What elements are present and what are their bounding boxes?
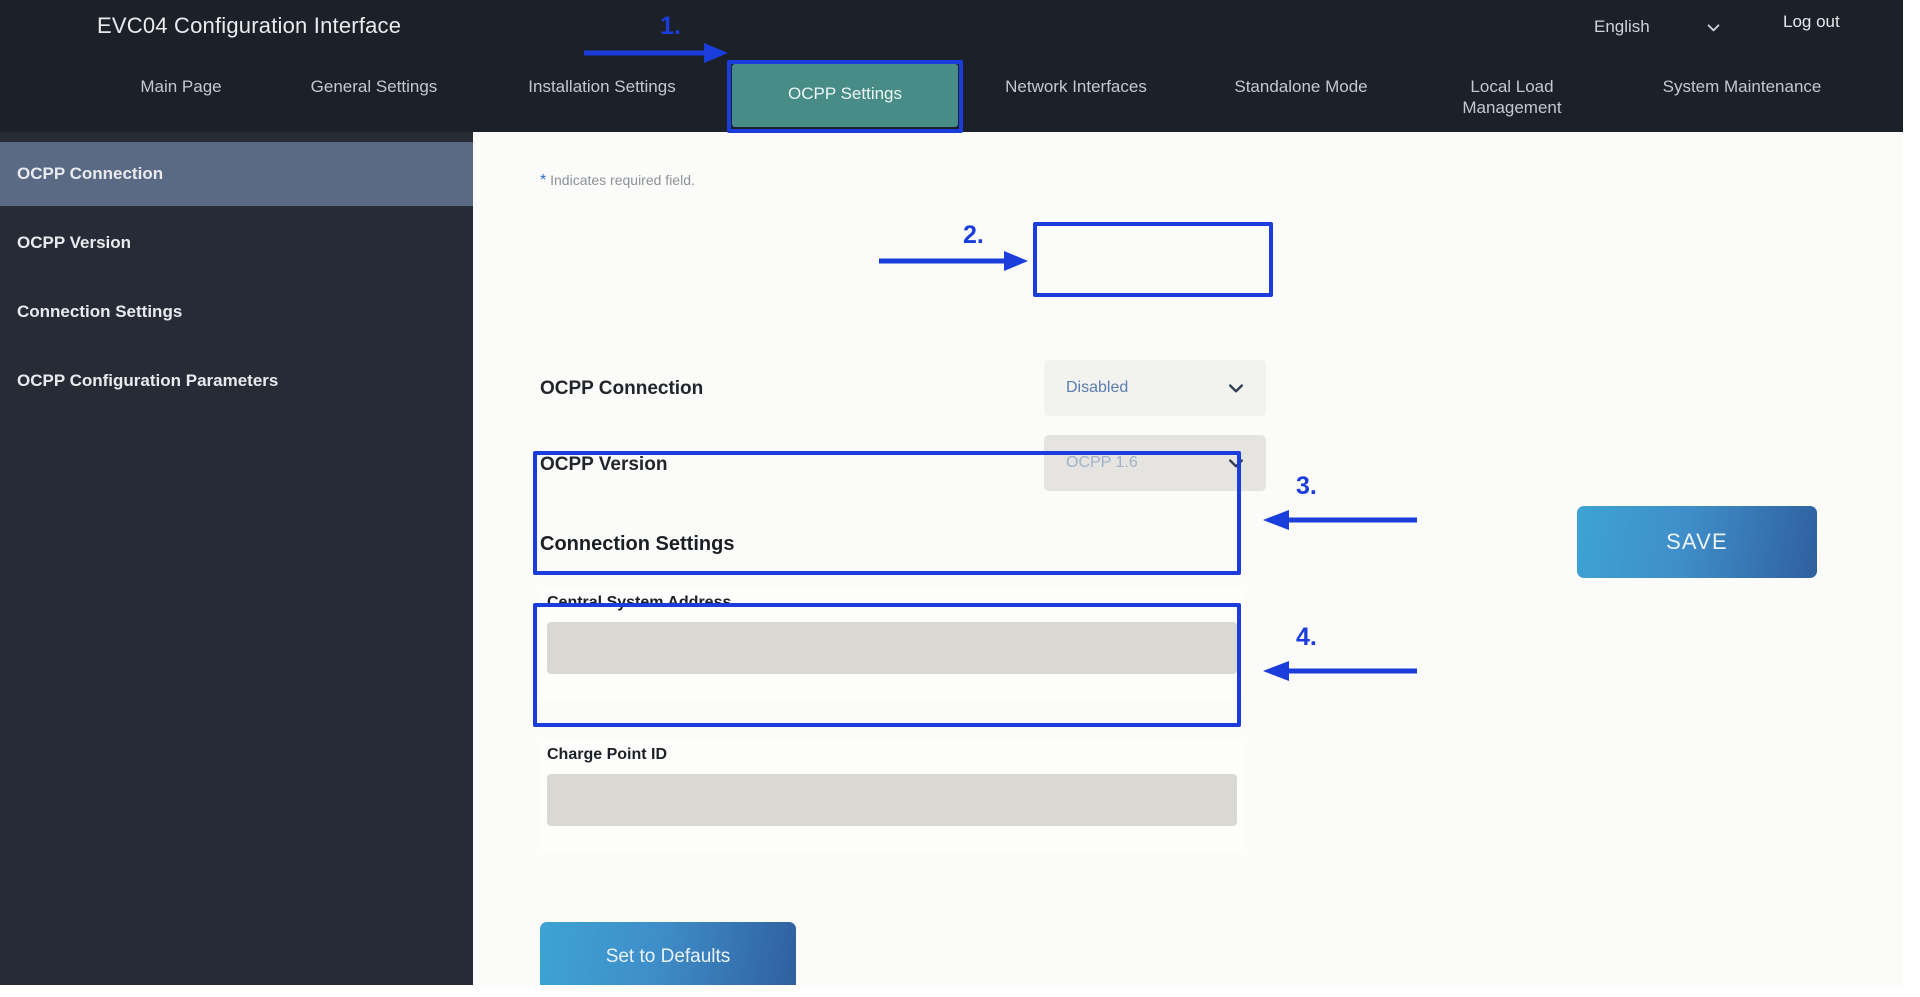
connection-settings-heading: Connection Settings (540, 533, 735, 555)
tab-installation-settings[interactable]: Installation Settings (528, 77, 676, 96)
ocpp-connection-label: OCPP Connection (540, 378, 704, 399)
charge-point-id-input[interactable] (547, 774, 1237, 826)
annotation-arrow-3 (1263, 510, 1417, 530)
annotation-number-2: 2. (963, 221, 984, 249)
app-window: EVC04 Configuration Interface English Lo… (0, 0, 1903, 985)
annotation-number-4: 4. (1296, 623, 1317, 651)
tab-ocpp-settings[interactable]: OCPP Settings (732, 64, 958, 127)
central-system-address-field[interactable]: Central System Address (538, 586, 1246, 702)
tab-system-maintenance[interactable]: System Maintenance (1662, 77, 1822, 96)
language-label: English (1594, 17, 1650, 36)
sidebar: OCPP Connection OCPP Version Connection … (0, 132, 473, 985)
chevron-down-icon (1226, 378, 1246, 398)
logout-button[interactable]: Log out (1783, 12, 1840, 31)
page-title: EVC04 Configuration Interface (97, 13, 402, 38)
sidebar-item-ocpp-version[interactable]: OCPP Version (17, 233, 132, 252)
ocpp-connection-select[interactable]: Disabled (1044, 360, 1266, 416)
sidebar-item-ocpp-connection[interactable]: OCPP Connection (0, 142, 473, 206)
sidebar-item-ocpp-configuration-parameters[interactable]: OCPP Configuration Parameters (17, 371, 279, 390)
top-bar: EVC04 Configuration Interface English Lo… (0, 0, 1903, 59)
annotation-number-3: 3. (1296, 472, 1317, 500)
chevron-down-icon (1705, 19, 1722, 36)
tab-standalone-mode[interactable]: Standalone Mode (1234, 77, 1368, 96)
set-to-defaults-button[interactable]: Set to Defaults (540, 922, 796, 985)
required-note-text: Indicates required field. (550, 172, 695, 188)
tab-main-page[interactable]: Main Page (140, 77, 222, 96)
main-navigation: Main Page General Settings Installation … (0, 59, 1903, 132)
central-system-address-input[interactable] (547, 622, 1237, 674)
annotation-arrow-2 (879, 251, 1028, 271)
ocpp-version-select[interactable]: OCPP 1.6 (1044, 435, 1266, 491)
central-system-address-label: Central System Address (547, 594, 732, 611)
chevron-down-icon (1226, 453, 1246, 473)
tab-general-settings[interactable]: General Settings (310, 77, 438, 96)
required-field-note: * Indicates required field. (540, 172, 695, 190)
tab-network-interfaces[interactable]: Network Interfaces (1005, 77, 1147, 96)
language-selector[interactable]: English (1594, 13, 1744, 45)
annotation-arrow-1 (584, 43, 728, 63)
annotation-arrow-4 (1263, 661, 1417, 681)
charge-point-id-field[interactable]: Charge Point ID (538, 738, 1246, 854)
ocpp-version-label: OCPP Version (540, 454, 668, 475)
charge-point-id-label: Charge Point ID (547, 746, 668, 763)
main-content: * Indicates required field. OCPP Connect… (473, 132, 1903, 985)
sidebar-item-connection-settings[interactable]: Connection Settings (17, 302, 183, 321)
annotation-number-1: 1. (660, 12, 681, 40)
ocpp-version-value: OCPP 1.6 (1066, 454, 1138, 471)
ocpp-connection-value: Disabled (1066, 379, 1129, 396)
save-button[interactable]: SAVE (1577, 506, 1817, 578)
tab-local-load-management[interactable]: Local Load Management (1462, 77, 1562, 117)
required-asterisk: * (540, 172, 547, 189)
